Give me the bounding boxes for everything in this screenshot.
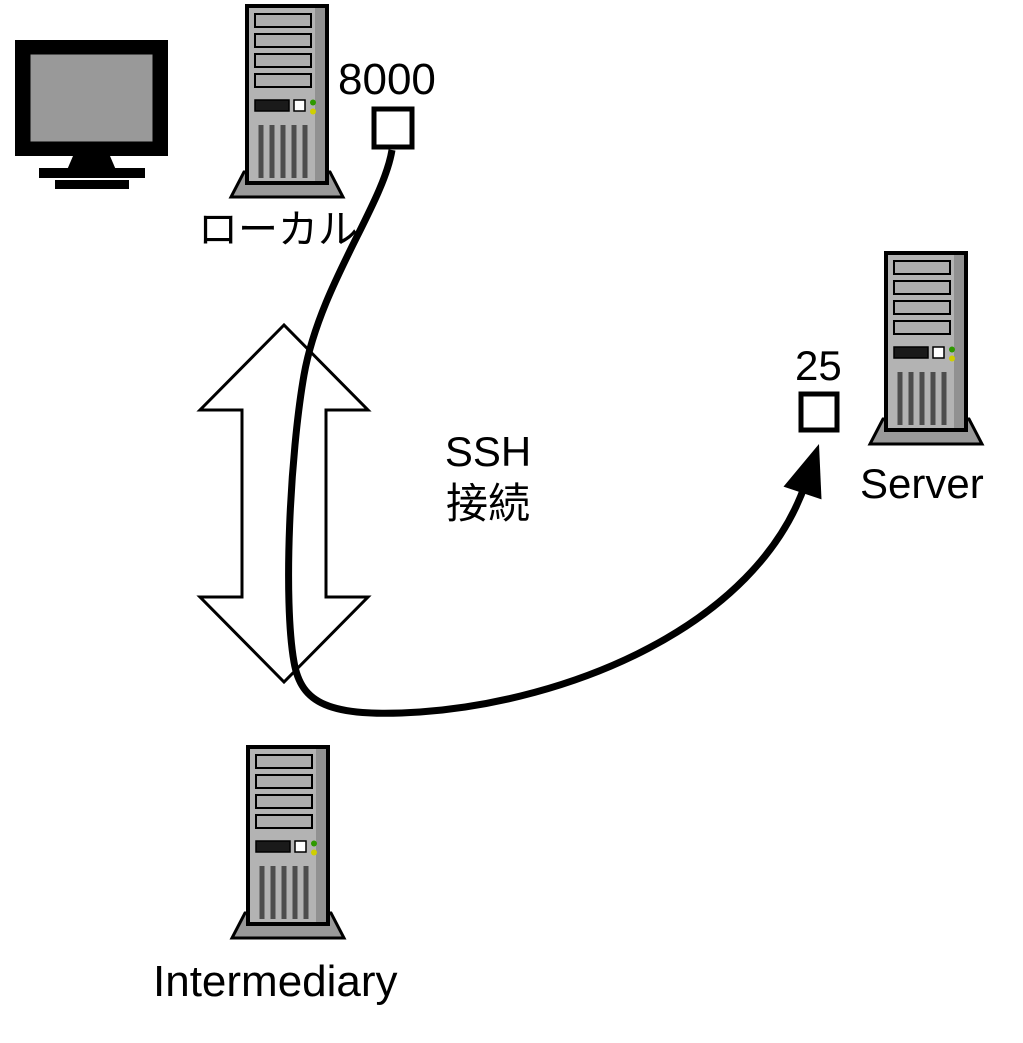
tunnel-arrowhead-icon: [783, 444, 822, 500]
monitor-icon: [15, 40, 168, 189]
intermediary-computer-icon: [232, 747, 344, 938]
ssh-double-arrow-icon: [196, 322, 372, 685]
local-port-box: [371, 106, 415, 150]
monitor-base-bottom: [55, 180, 129, 189]
ssh-connection-label-line1: SSH: [445, 428, 531, 475]
server-port-box: [798, 391, 840, 433]
server-label: Server: [860, 460, 984, 507]
server-port-label: 25: [795, 342, 842, 389]
server-computer-icon: [870, 253, 982, 444]
local-port-label: 8000: [338, 55, 436, 104]
monitor-screen: [27, 51, 156, 145]
local-computer-label: ローカル: [198, 208, 358, 252]
monitor-base-top: [39, 168, 145, 178]
ssh-connection-label-line2: 接続: [446, 480, 530, 527]
tunnel-curve: [285, 149, 810, 717]
monitor-neck: [67, 156, 116, 170]
local-computer-icon: [231, 6, 343, 197]
intermediary-label: Intermediary: [153, 957, 398, 1006]
